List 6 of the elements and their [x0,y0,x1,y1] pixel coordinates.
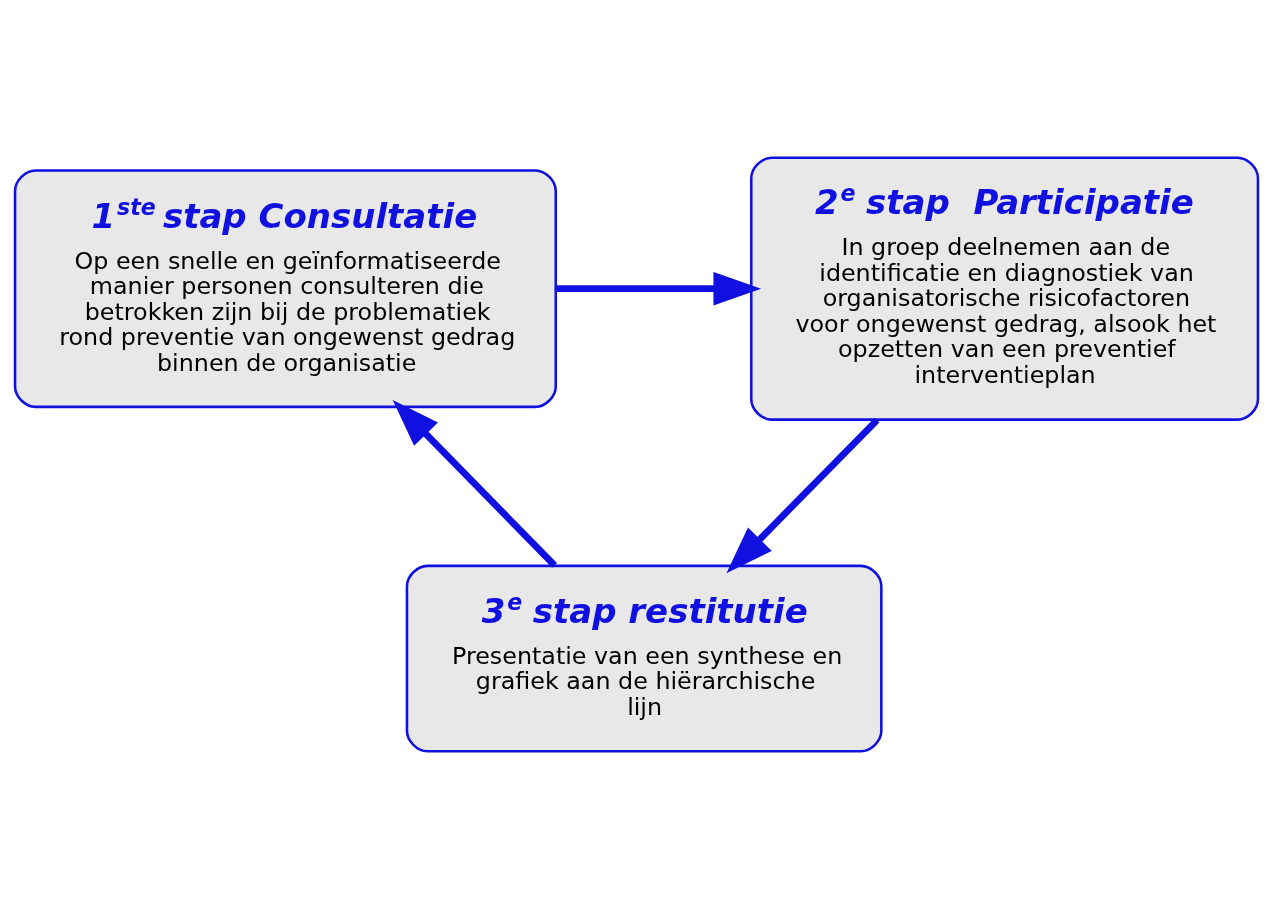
node-box: 1$^{ste}$ stap Consultatie Op een snelle en geïnformatiseerde manier personen consulteren die betrokken zijn bij de problematiek rond preventie van ongewenst gedrag binnen de organisatie [13,169,557,409]
node-box: 2$^{e}$ stap Participatie In groep deelnemen aan de identificatie en diagnostiek van organisatorische risicofactoren voor ongewenst gedrag, alsook het opzetten van een preventief interventieplan [750,156,1260,421]
arrow [555,272,762,306]
node-box: 3$^{e}$ stap restitutie Presentatie van een synthese en grafiek aan de hiërarchische lijn [405,564,883,753]
arrow [392,400,557,568]
arrow [726,417,880,574]
